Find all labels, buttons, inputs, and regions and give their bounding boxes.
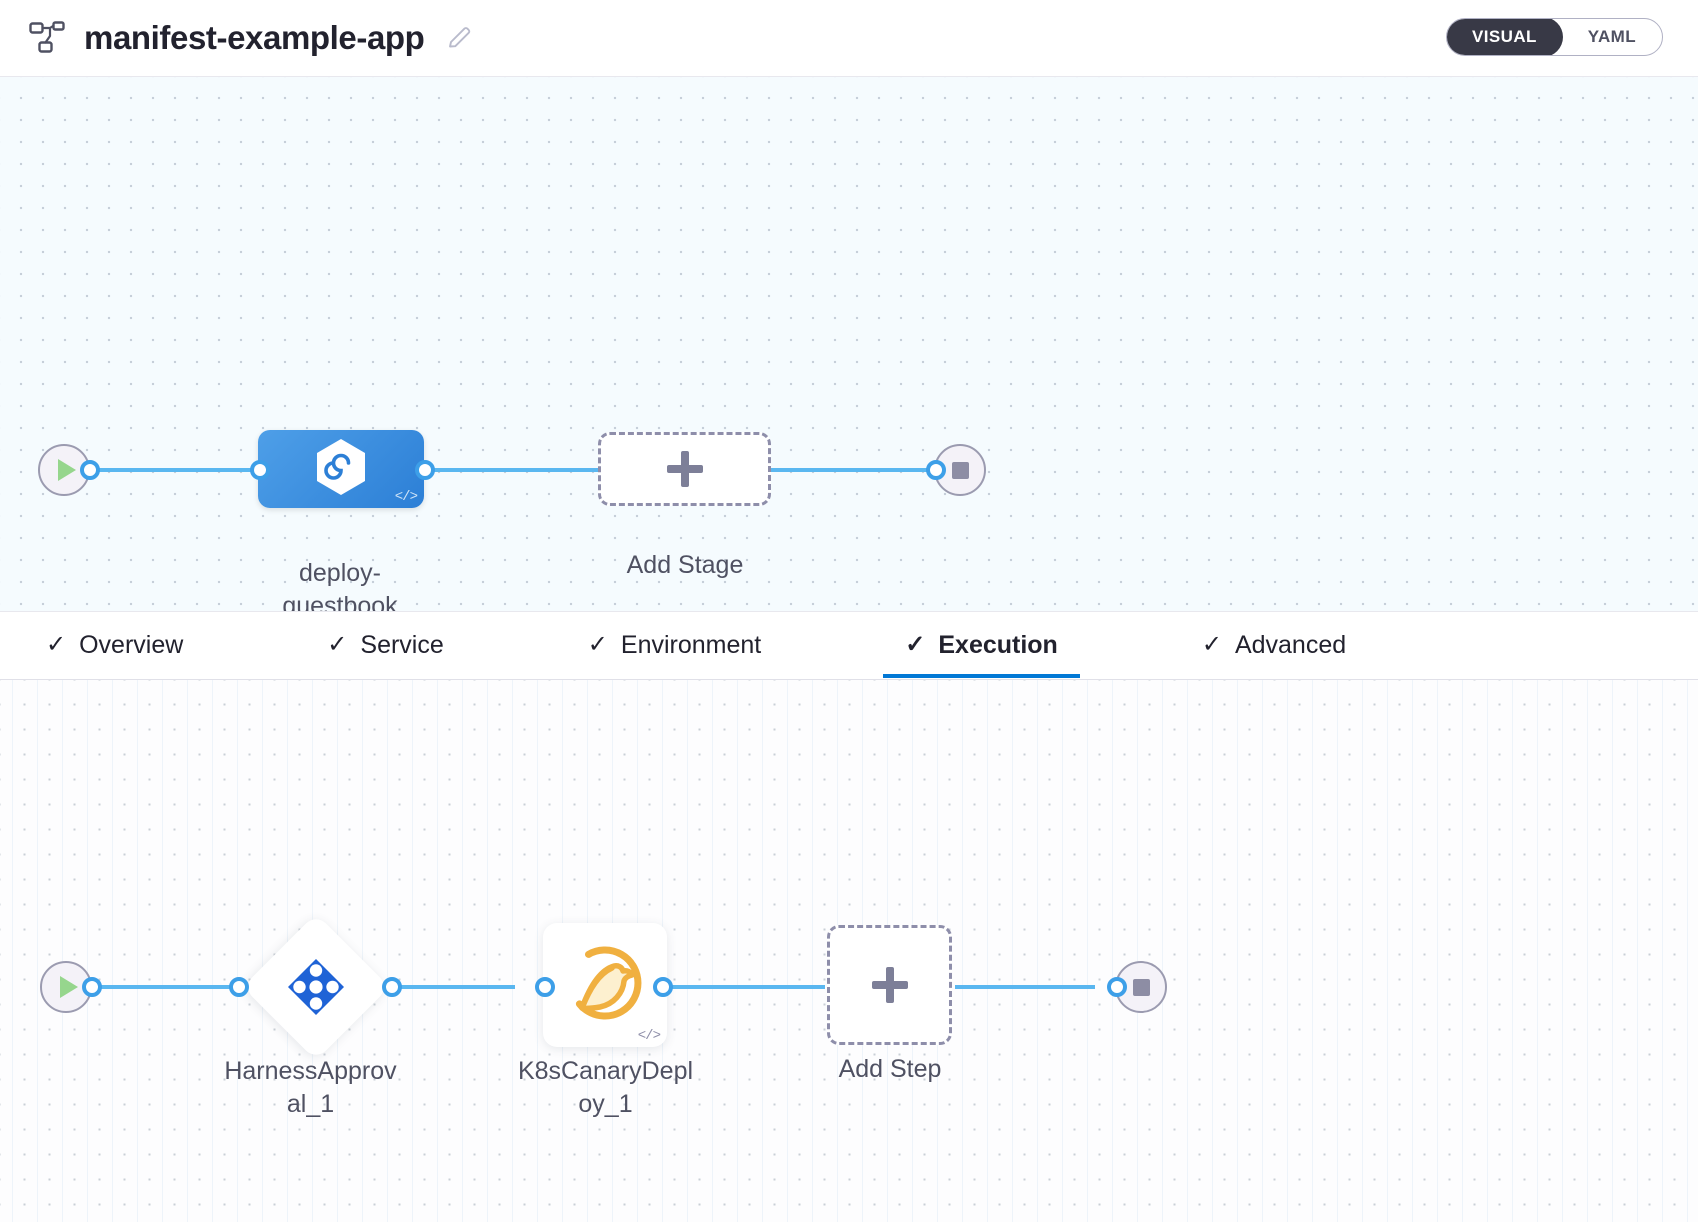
stage-label-line2: guestbook bbox=[282, 592, 398, 612]
stage-end-connector-dot[interactable] bbox=[926, 460, 946, 480]
pipeline-hierarchy-icon bbox=[28, 21, 68, 55]
check-icon: ✓ bbox=[905, 631, 926, 658]
canary-label-line2: oy_1 bbox=[578, 1090, 633, 1119]
tab-overview-label: Overview bbox=[79, 630, 184, 659]
step-label-harness-approval: HarnessApprov al_1 bbox=[188, 1055, 433, 1122]
stop-square bbox=[951, 461, 969, 479]
canary-right-dot[interactable] bbox=[653, 977, 673, 997]
approval-label-line2: al_1 bbox=[286, 1090, 335, 1119]
canary-label-line1: K8sCanaryDepl bbox=[517, 1057, 694, 1085]
check-icon: ✓ bbox=[587, 631, 608, 658]
tab-execution-label: Execution bbox=[938, 630, 1058, 659]
connector-start-to-stage bbox=[84, 468, 259, 472]
tab-overview[interactable]: ✓ Overview bbox=[24, 612, 205, 678]
stop-square bbox=[1132, 978, 1150, 996]
execution-graph-canvas[interactable]: HarnessApprov al_1 </> K8sCanaryDepl oy_… bbox=[0, 680, 1698, 1222]
plus-icon bbox=[871, 967, 908, 1003]
add-stage-label: Add Stage bbox=[626, 551, 744, 579]
check-icon: ✓ bbox=[46, 631, 67, 658]
tab-environment-label: Environment bbox=[620, 630, 762, 659]
tab-service-label: Service bbox=[360, 630, 444, 659]
harness-approval-icon bbox=[264, 935, 368, 1039]
step-start-connector-dot[interactable] bbox=[82, 977, 102, 997]
check-icon: ✓ bbox=[1201, 631, 1222, 658]
stage-config-tabs[interactable]: ✓ Overview ✓ Service ✓ Environment ✓ Exe… bbox=[0, 612, 1698, 680]
tab-service[interactable]: ✓ Service bbox=[305, 612, 465, 678]
plus-icon bbox=[666, 451, 703, 487]
stage-start-connector-dot[interactable] bbox=[80, 460, 100, 480]
stage-node-deploy-guestbook[interactable]: </> bbox=[258, 430, 424, 508]
code-badge-icon[interactable]: </> bbox=[637, 1028, 661, 1044]
page-header: manifest-example-app VISUAL YAML bbox=[0, 0, 1698, 77]
step-node-harness-approval[interactable] bbox=[242, 913, 390, 1061]
approval-left-dot[interactable] bbox=[229, 977, 249, 997]
connector-addstep-to-end bbox=[955, 985, 1095, 989]
approval-right-dot[interactable] bbox=[382, 977, 402, 997]
step-node-k8s-canary-deploy[interactable]: </> bbox=[543, 923, 667, 1047]
add-step-button[interactable] bbox=[827, 925, 952, 1045]
tab-execution[interactable]: ✓ Execution bbox=[883, 612, 1080, 678]
check-icon: ✓ bbox=[327, 631, 348, 658]
add-step-label: Add Step bbox=[838, 1055, 942, 1083]
approval-label-line1: HarnessApprov bbox=[224, 1057, 397, 1085]
view-mode-toggle[interactable]: VISUAL YAML bbox=[1446, 18, 1663, 56]
stage-node-left-dot[interactable] bbox=[250, 460, 270, 480]
toggle-option-yaml[interactable]: YAML bbox=[1587, 27, 1636, 46]
pencil-icon[interactable] bbox=[446, 25, 472, 51]
connector-approval-to-canary bbox=[390, 985, 515, 989]
step-end-connector-dot[interactable] bbox=[1107, 977, 1127, 997]
play-triangle bbox=[57, 459, 76, 481]
header-left-group: manifest-example-app bbox=[0, 19, 472, 57]
connector-canary-to-addstep bbox=[660, 985, 825, 989]
step-label-k8s-canary-deploy: K8sCanaryDepl oy_1 bbox=[483, 1055, 728, 1122]
code-badge-icon[interactable]: </> bbox=[394, 489, 418, 505]
canary-left-dot[interactable] bbox=[535, 977, 555, 997]
toggle-option-visual[interactable]: VISUAL bbox=[1447, 19, 1563, 55]
page-title: manifest-example-app bbox=[84, 19, 425, 56]
connector-stage-to-addstage bbox=[424, 468, 604, 472]
connector-addstage-to-end bbox=[760, 468, 935, 472]
tab-advanced-label: Advanced bbox=[1234, 630, 1347, 659]
harness-deployment-icon bbox=[313, 437, 369, 502]
connector-start-to-approval bbox=[86, 985, 236, 989]
kubernetes-canary-bird-icon bbox=[566, 944, 644, 1027]
tab-environment[interactable]: ✓ Environment bbox=[566, 612, 783, 678]
play-triangle bbox=[59, 976, 78, 998]
tab-advanced[interactable]: ✓ Advanced bbox=[1180, 612, 1368, 678]
stage-graph-canvas[interactable]: </> deploy- guestbook Add Stage bbox=[0, 77, 1698, 612]
stage-node-label: deploy- guestbook bbox=[200, 479, 480, 612]
stage-node-right-dot[interactable] bbox=[415, 460, 435, 480]
stage-label-line1: deploy- bbox=[299, 559, 381, 587]
add-stage-button[interactable] bbox=[598, 432, 771, 506]
